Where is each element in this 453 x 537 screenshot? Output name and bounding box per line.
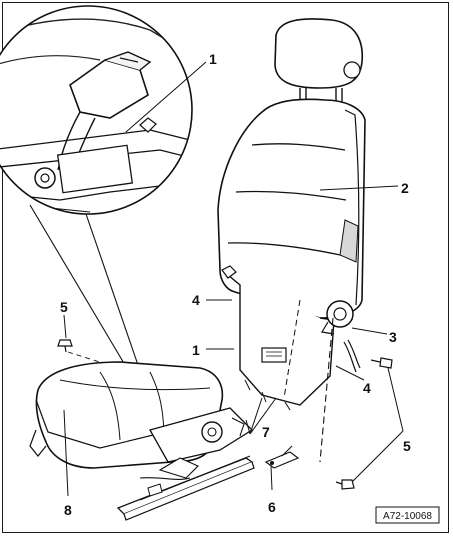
callout-5-left: 5 [60,299,68,315]
bolt-upper-left [57,339,73,353]
reference-code-box: A72-10068 [375,506,440,524]
assembly-line [283,299,301,399]
bolt-lower [335,479,355,490]
callout-3: 3 [389,329,397,345]
detail-magnifier [0,5,193,215]
callout-leaders [63,61,404,497]
seat-backrest [217,18,366,411]
callout-8: 8 [64,502,72,518]
reference-code: A72-10068 [383,511,432,522]
callout-1-lower: 1 [192,342,200,358]
callout-7: 7 [262,424,270,440]
seat-cushion [29,361,255,521]
callouts: 1 2 3 4 5 1 4 5 6 7 8 [60,51,411,518]
assembly-line [319,317,334,463]
callout-2: 2 [401,180,409,196]
leader-line [85,213,139,366]
clip-part [264,445,300,469]
callout-4-lower: 4 [363,380,371,396]
callout-4-upper: 4 [192,292,200,308]
callout-5-right: 5 [403,438,411,454]
callout-6: 6 [268,499,276,515]
callout-1-top: 1 [209,51,217,67]
leader-line [29,204,126,366]
bolt-right [370,357,393,369]
